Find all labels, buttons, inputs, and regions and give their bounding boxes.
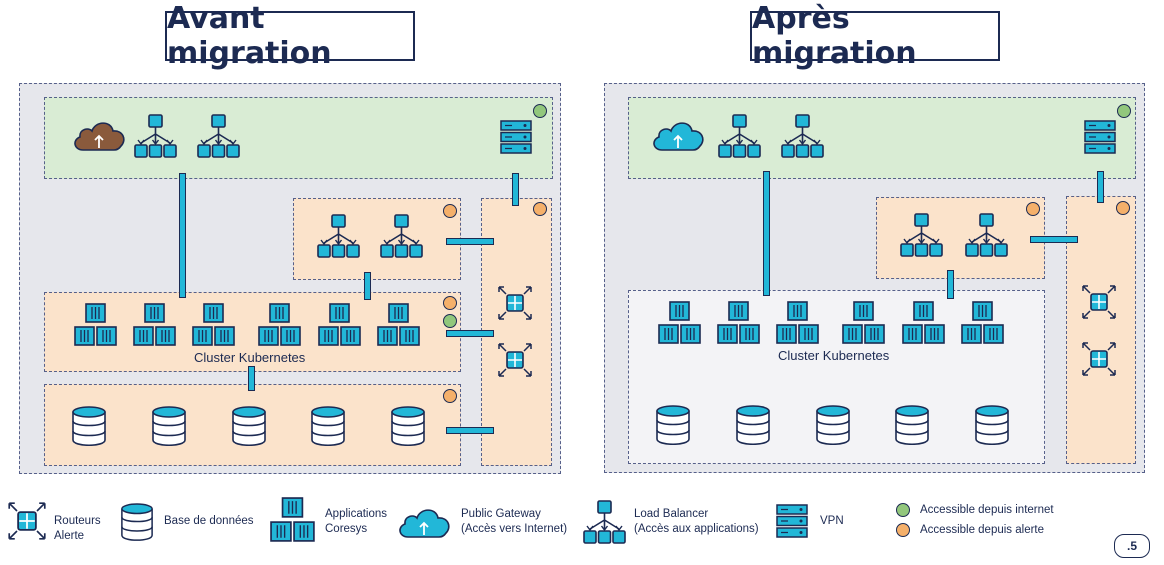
page-number: .5	[1114, 534, 1150, 558]
application-icon	[258, 303, 302, 347]
legend-alerte: Accessible depuis alerte	[920, 524, 1045, 536]
load-balancer-icon	[781, 114, 825, 158]
alerte-access-dot	[1116, 201, 1130, 215]
router-icon	[497, 285, 533, 321]
application-icon	[961, 301, 1005, 345]
connector	[512, 173, 519, 206]
title-before: Avant migration	[165, 1, 415, 71]
router-icon	[497, 342, 533, 378]
alerte-access-dot	[1026, 202, 1040, 216]
database-icon	[151, 406, 187, 446]
database-icon	[815, 405, 851, 445]
application-icon	[377, 303, 421, 347]
legend-applications: Applications Coresys	[325, 508, 388, 535]
application-icon	[270, 497, 316, 543]
connector	[248, 366, 255, 391]
alerte-access-dot	[443, 296, 457, 310]
application-icon	[74, 303, 118, 347]
connector	[1097, 171, 1104, 203]
application-icon	[133, 303, 177, 347]
application-icon	[192, 303, 236, 347]
connector	[446, 330, 494, 337]
after-lb-zone	[876, 197, 1045, 279]
application-icon	[717, 301, 761, 345]
load-balancer-icon	[583, 500, 627, 544]
public-gateway-icon	[650, 118, 706, 152]
vpn-icon	[1084, 120, 1116, 154]
after-public-zone	[628, 97, 1136, 179]
connector	[364, 272, 371, 300]
alerte-access-dot	[443, 204, 457, 218]
alerte-access-dot	[443, 389, 457, 403]
application-icon	[776, 301, 820, 345]
before-public-zone	[44, 97, 553, 179]
legend-database: Base de données	[164, 515, 254, 527]
application-icon	[902, 301, 946, 345]
public-gateway-icon	[396, 505, 452, 539]
connector	[763, 171, 770, 296]
internet-access-dot	[1117, 104, 1131, 118]
router-icon	[1081, 284, 1117, 320]
load-balancer-icon	[900, 213, 944, 257]
load-balancer-icon	[134, 114, 178, 158]
router-icon	[7, 501, 47, 541]
database-icon	[974, 405, 1010, 445]
connector	[947, 270, 954, 299]
before-lb-zone	[293, 198, 461, 280]
load-balancer-icon	[718, 114, 762, 158]
database-icon	[71, 406, 107, 446]
alerte-access-dot	[896, 523, 910, 537]
application-icon	[658, 301, 702, 345]
database-icon	[231, 406, 267, 446]
load-balancer-icon	[197, 114, 241, 158]
load-balancer-icon	[380, 214, 424, 258]
database-icon	[120, 503, 154, 541]
application-icon	[318, 303, 362, 347]
load-balancer-icon	[317, 214, 361, 258]
application-icon	[842, 301, 886, 345]
legend-internet: Accessible depuis internet	[920, 504, 1054, 516]
connector	[446, 238, 494, 245]
database-icon	[894, 405, 930, 445]
database-icon	[310, 406, 346, 446]
public-gateway-icon	[71, 118, 127, 152]
cluster-label: Cluster Kubernetes	[778, 348, 890, 363]
cluster-label: Cluster Kubernetes	[194, 350, 306, 365]
internet-access-dot	[533, 104, 547, 118]
alerte-access-dot	[533, 202, 547, 216]
legend-routers: Routeurs Alerte	[54, 515, 101, 542]
database-icon	[390, 406, 426, 446]
internet-access-dot	[443, 314, 457, 328]
legend-gateway: Public Gateway (Accès vers Internet)	[461, 508, 568, 535]
connector	[1030, 236, 1078, 243]
legend-load-balancer: Load Balancer (Accès aux applications)	[634, 508, 759, 535]
database-icon	[735, 405, 771, 445]
legend-vpn: VPN	[820, 515, 844, 527]
router-icon	[1081, 341, 1117, 377]
title-after: Après migration	[750, 1, 1000, 71]
connector	[446, 427, 494, 434]
vpn-icon	[500, 120, 532, 154]
database-icon	[655, 405, 691, 445]
load-balancer-icon	[965, 213, 1009, 257]
connector	[179, 173, 186, 298]
vpn-icon	[776, 504, 808, 538]
internet-access-dot	[896, 503, 910, 517]
